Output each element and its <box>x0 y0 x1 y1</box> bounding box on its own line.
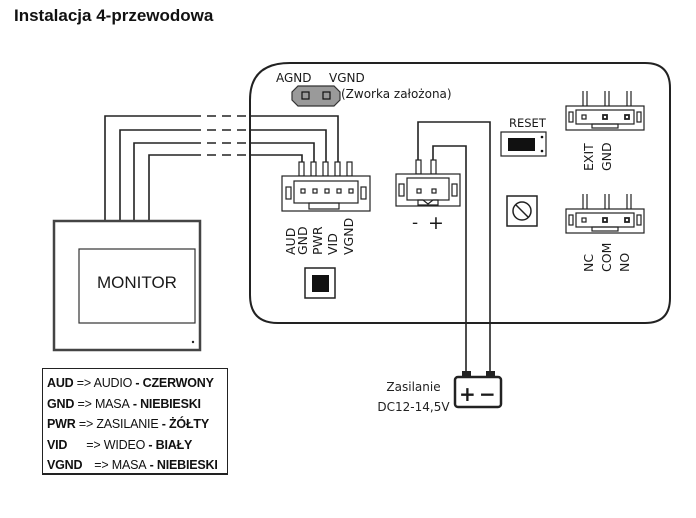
jumper-label-vgnd: VGND <box>329 71 365 85</box>
legend-color: ŻÓŁTY <box>168 417 209 431</box>
pin-label-aud: AUD <box>283 228 298 255</box>
wire-4-board <box>250 154 303 162</box>
main-connector-labels: AUD GND PWR VID VGND <box>283 218 356 255</box>
exit-pin-label: EXIT <box>581 143 596 171</box>
jumper-pin-left <box>301 91 310 100</box>
diagram-title: Instalacja 4-przewodowa <box>14 6 214 25</box>
power-supply-label: Zasilanie DC12-14,5V <box>371 377 456 417</box>
relay-com-label: COM <box>599 243 614 272</box>
potentiometer <box>506 195 538 227</box>
legend-color: BIAŁY <box>155 437 193 452</box>
power-supply-plus: + <box>459 382 476 406</box>
wire-plus <box>432 145 467 371</box>
legend-color: NIEBIESKI <box>140 396 201 411</box>
relay-connector <box>565 194 645 234</box>
wire-color-legend: AUD => AUDIO - CZERWONY GND => MASA - NI… <box>42 368 228 475</box>
legend-desc: MASA <box>111 458 147 472</box>
power-minus-label: - <box>412 213 418 233</box>
wire-2 <box>119 129 192 221</box>
jumper-cap <box>291 85 341 107</box>
power-wires <box>417 121 491 371</box>
legend-color: NIEBIESKI <box>156 458 218 472</box>
legend-desc: MASA <box>94 396 130 411</box>
legend-row: GND => MASA - NIEBIESKI <box>47 394 227 415</box>
power-supply-minus: − <box>479 382 496 406</box>
legend-row: AUD => AUDIO - CZERWONY <box>47 373 227 394</box>
monitor <box>52 219 202 352</box>
exit-gnd-pin-label: GND <box>599 142 614 171</box>
main-connector <box>281 161 371 212</box>
power-supply-label-line2: DC12-14,5V <box>377 400 450 414</box>
wire-minus <box>417 121 491 371</box>
wire-3 <box>133 142 192 221</box>
power-supply-body <box>453 375 503 409</box>
wire-1 <box>104 115 192 221</box>
legend-arrow: => <box>86 437 101 452</box>
power-supply: + − <box>453 371 503 409</box>
power-plus-label: + <box>428 212 444 234</box>
legend-sep: - <box>129 396 141 411</box>
wire-4 <box>148 154 192 221</box>
wire-2-board <box>250 129 327 162</box>
legend-row: VID => WIDEO - BIAŁY <box>47 435 227 456</box>
reset-button: RESET <box>500 116 547 157</box>
legend-code: VID <box>47 437 68 452</box>
legend-code: VGND <box>47 458 83 472</box>
reset-label: RESET <box>509 116 547 130</box>
exit-connector <box>565 91 645 131</box>
jumper-label-agnd: AGND <box>276 71 312 85</box>
legend-arrow: => <box>94 458 109 472</box>
pin-label-vid: VID <box>325 233 340 255</box>
call-button <box>304 267 336 299</box>
monitor-label: MONITOR <box>97 273 177 292</box>
legend-sep: - <box>132 376 143 390</box>
legend-desc: WIDEO <box>103 437 146 452</box>
relay-no-label: NO <box>617 253 632 272</box>
jumper: AGND VGND (Zworka założona) <box>276 71 452 107</box>
jumper-note: (Zworka założona) <box>341 87 452 101</box>
power-supply-label-line1: Zasilanie <box>386 380 441 394</box>
monitor-wires <box>104 115 339 221</box>
relay-nc-label: NC <box>581 254 596 272</box>
wire-1-board <box>250 115 339 162</box>
legend-code: AUD <box>47 376 74 390</box>
legend-arrow: => <box>77 396 92 411</box>
pin-label-pwr: PWR <box>310 226 325 255</box>
legend-code: GND <box>47 396 75 411</box>
legend-row: VGND => MASA - NIEBIESKI <box>47 455 227 476</box>
legend-sep: - <box>146 458 157 472</box>
legend-arrow: => <box>76 376 91 390</box>
monitor-screen <box>78 248 196 324</box>
pin-label-vgnd: VGND <box>341 218 356 255</box>
legend-code: PWR <box>47 417 76 431</box>
legend-desc: AUDIO <box>93 376 133 390</box>
jumper-pin-right <box>322 91 331 100</box>
legend-arrow: => <box>78 417 94 431</box>
power-connector <box>395 159 461 207</box>
legend-sep: - <box>158 417 169 431</box>
legend-color: CZERWONY <box>142 376 214 390</box>
wire-3-board <box>250 142 315 162</box>
legend-desc: ZASILANIE <box>96 417 159 431</box>
legend-row: PWR => ZASILANIE - ŻÓŁTY <box>47 414 227 435</box>
legend-sep: - <box>145 437 156 452</box>
monitor-led <box>191 340 195 344</box>
pin-label-gnd: GND <box>295 226 310 255</box>
